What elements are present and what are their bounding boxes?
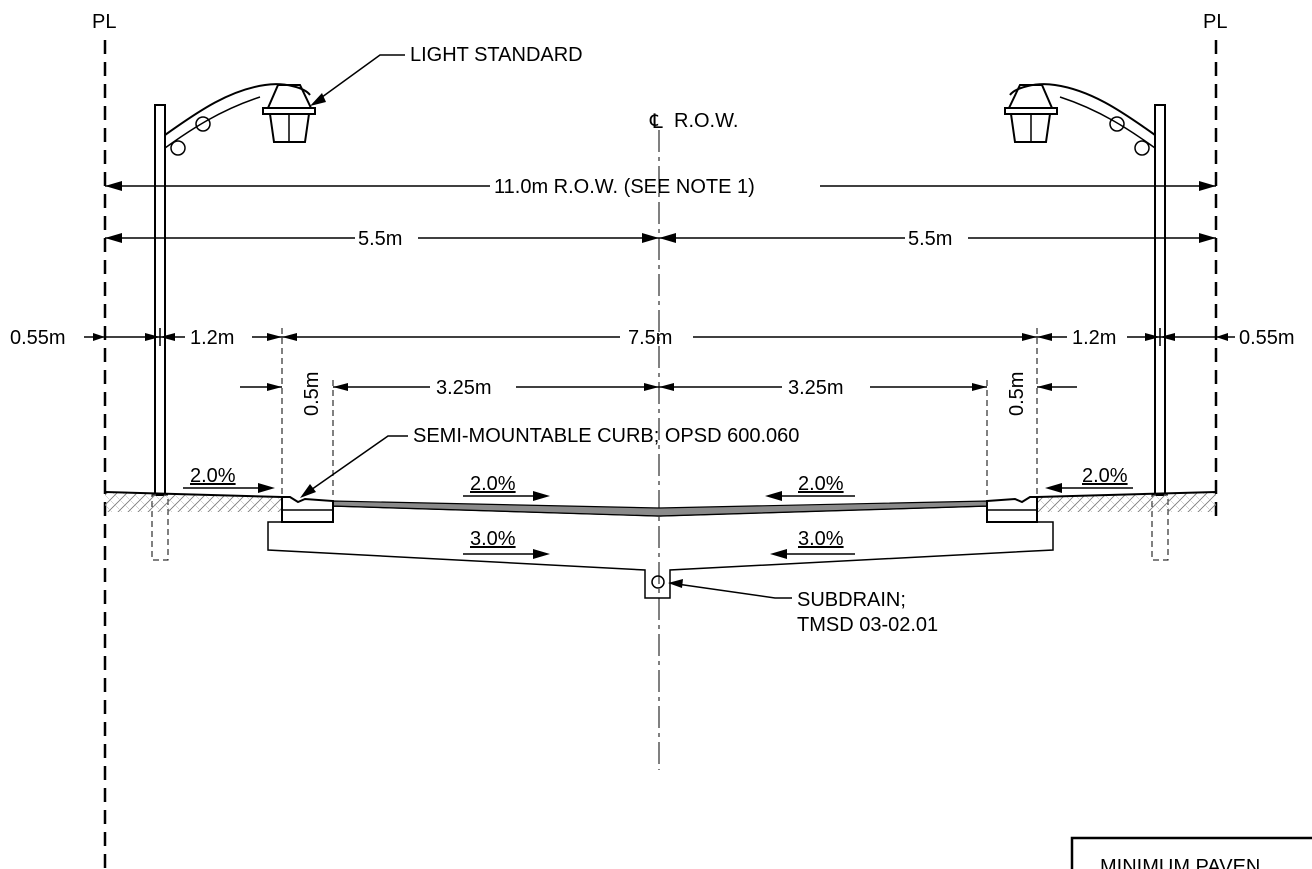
title-box-label: MINIMUM PAVEN (1100, 856, 1260, 869)
dim-lane-widths (240, 383, 1077, 391)
title-box (1070, 836, 1312, 869)
subdrain-leader (676, 583, 792, 599)
slope-blvd-left-label: 2.0% (190, 465, 236, 487)
asphalt-surface (332, 500, 988, 517)
slope-pave-right-label: 2.0% (798, 473, 844, 495)
subdrain-label-1: SUBDRAIN; (797, 589, 906, 611)
blvd-left-label: 0.55m (10, 327, 66, 349)
half-right-label: 5.5m (908, 228, 952, 250)
slope-arrow-base-left (463, 549, 550, 559)
ground-left (105, 492, 282, 512)
dim-row-total (105, 181, 1216, 191)
curb-left (281, 496, 334, 523)
cl-row-label: R.O.W. (674, 110, 738, 132)
subdrain-pipe (651, 575, 665, 589)
slope-arrow-blvd-right (1045, 483, 1133, 493)
blvd-right-label: 0.55m (1239, 327, 1295, 349)
row-total-label: 11.0m R.O.W. (SEE NOTE 1) (494, 176, 755, 198)
curb-left-label: 0.5m (301, 372, 323, 416)
curb-right (986, 496, 1038, 523)
curb-right-label: 0.5m (1006, 372, 1028, 416)
centerline-symbol: ℄ (649, 111, 663, 133)
curb-leader (307, 435, 408, 493)
curb-note-label: SEMI-MOUNTABLE CURB; OPSD 600.060 (413, 425, 799, 447)
slope-arrow-pave-right (765, 491, 855, 501)
slope-arrow-base-right (770, 549, 855, 559)
slope-base-right-label: 3.0% (798, 528, 844, 550)
sidewalk-right-label: 1.2m (1072, 327, 1116, 349)
subdrain-label-2: TMSD 03-02.01 (797, 614, 938, 636)
slope-arrow-blvd-left (183, 483, 275, 493)
dim-component-widths (84, 328, 1235, 346)
half-left-label: 5.5m (358, 228, 402, 250)
pavement-label: 7.5m (628, 327, 672, 349)
light-standard-label: LIGHT STANDARD (410, 44, 583, 66)
slope-arrow-pave-left (463, 491, 550, 501)
pl-left-label: PL (92, 11, 116, 33)
slope-pave-left-label: 2.0% (470, 473, 516, 495)
slope-blvd-right-label: 2.0% (1082, 465, 1128, 487)
slope-base-left-label: 3.0% (470, 528, 516, 550)
light-standard-left (154, 83, 316, 496)
light-standard-leader (317, 54, 405, 101)
ground-right (1037, 492, 1216, 512)
lane-right-label: 3.25m (788, 377, 844, 399)
lane-left-label: 3.25m (436, 377, 492, 399)
sidewalk-left-label: 1.2m (190, 327, 234, 349)
light-standard-right (1004, 83, 1166, 496)
dim-half-widths (105, 233, 1216, 243)
granular-base (267, 505, 1054, 599)
pl-right-label: PL (1203, 11, 1227, 33)
